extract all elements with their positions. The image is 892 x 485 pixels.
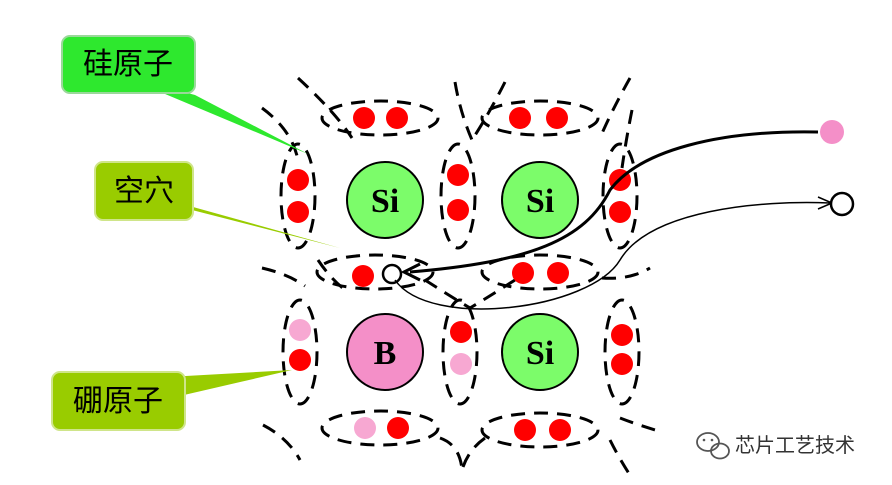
lattice-line — [598, 77, 632, 139]
electron — [352, 265, 374, 287]
lattice-line — [261, 106, 300, 161]
lattice-line — [620, 109, 634, 169]
atom-boron: B — [346, 313, 424, 391]
lattice-line — [424, 278, 471, 310]
bond-ellipse-left-upper — [279, 142, 317, 250]
atom-silicon-bottom-right: Si — [501, 313, 579, 391]
electron — [512, 262, 534, 284]
electron — [514, 419, 536, 441]
electron — [547, 262, 569, 284]
bond-ellipse-center-upper — [439, 142, 477, 250]
boron-electron — [450, 353, 472, 375]
lattice-line — [470, 81, 507, 141]
hole-marker — [381, 263, 403, 285]
electron — [289, 349, 311, 371]
silicon-atom-circle — [501, 161, 579, 239]
lattice-line — [296, 76, 354, 139]
electron — [287, 201, 309, 223]
bond-ellipse-right-upper — [601, 142, 639, 250]
callout-silicon-atom: 硅原子 — [61, 35, 308, 154]
lattice-line — [608, 439, 632, 476]
callout-box — [61, 35, 196, 94]
atom-symbol: Si — [526, 335, 554, 372]
electron — [549, 419, 571, 441]
bond-ellipse-right-lower — [603, 298, 641, 406]
boron-electron — [354, 417, 376, 439]
electron — [353, 107, 375, 129]
bond-ellipses — [279, 99, 641, 449]
electron — [447, 164, 469, 186]
lattice-line — [469, 278, 516, 310]
hole-path — [394, 201, 831, 310]
electrons — [287, 107, 633, 441]
bond-ellipse-left-lower — [281, 298, 319, 406]
free-particle-pink — [820, 120, 844, 144]
atom-symbol: Si — [371, 183, 399, 220]
electron — [546, 107, 568, 129]
bond-ellipse-center-lower — [441, 298, 479, 406]
bond-ellipse-hole-bond — [315, 253, 435, 291]
lattice-line — [316, 259, 346, 292]
lattice-line — [460, 436, 486, 471]
atom-silicon-top-right: Si — [501, 161, 579, 239]
callout-label: 空穴 — [114, 174, 174, 209]
atom-symbol: B — [374, 335, 397, 372]
callout-box — [51, 371, 186, 431]
lattice-line — [261, 266, 306, 288]
electron — [509, 107, 531, 129]
callout-label: 硅原子 — [83, 47, 173, 82]
bond-ellipse-top-right — [480, 99, 600, 137]
lattice-line — [601, 266, 651, 280]
atom-symbol: Si — [526, 183, 554, 220]
lattice-line — [619, 416, 663, 434]
callout-box — [94, 161, 194, 221]
callout-hole: 空穴 — [94, 161, 340, 248]
callout-label: 硼原子 — [73, 384, 163, 419]
bond-ellipse-middle-right — [480, 253, 600, 291]
electron — [611, 324, 633, 346]
free-hole-particle — [829, 191, 855, 217]
silicon-atom-circle — [501, 313, 579, 391]
electron — [450, 321, 472, 343]
electron — [386, 107, 408, 129]
electron — [609, 201, 631, 223]
atom-silicon-top-left: Si — [346, 161, 424, 239]
wechat-icon — [696, 432, 730, 460]
electron — [447, 199, 469, 221]
lattice-bond-lines — [261, 76, 663, 476]
lattice-line — [453, 81, 474, 141]
electron-arrowhead — [400, 262, 421, 282]
boron-atom-circle — [346, 313, 424, 391]
boron-electrons — [289, 319, 472, 439]
lattice-line — [262, 423, 302, 461]
watermark-text: 芯片工艺技术 — [735, 433, 855, 457]
electron-path — [409, 130, 819, 274]
electron — [287, 169, 309, 191]
callout-pointer — [120, 75, 308, 154]
bond-ellipse-bottom-left — [320, 409, 440, 447]
callout-boron-atom: 硼原子 — [51, 370, 292, 431]
electron — [387, 417, 409, 439]
electron — [611, 353, 633, 375]
silicon-atom-circle — [346, 161, 424, 239]
callout-pointer — [150, 195, 340, 248]
lattice-line — [439, 436, 464, 471]
boron-electron — [289, 319, 311, 341]
watermark: 芯片工艺技术 — [696, 432, 855, 460]
bond-ellipse-bottom-right — [480, 411, 600, 449]
bond-ellipse-top-left — [320, 99, 440, 137]
